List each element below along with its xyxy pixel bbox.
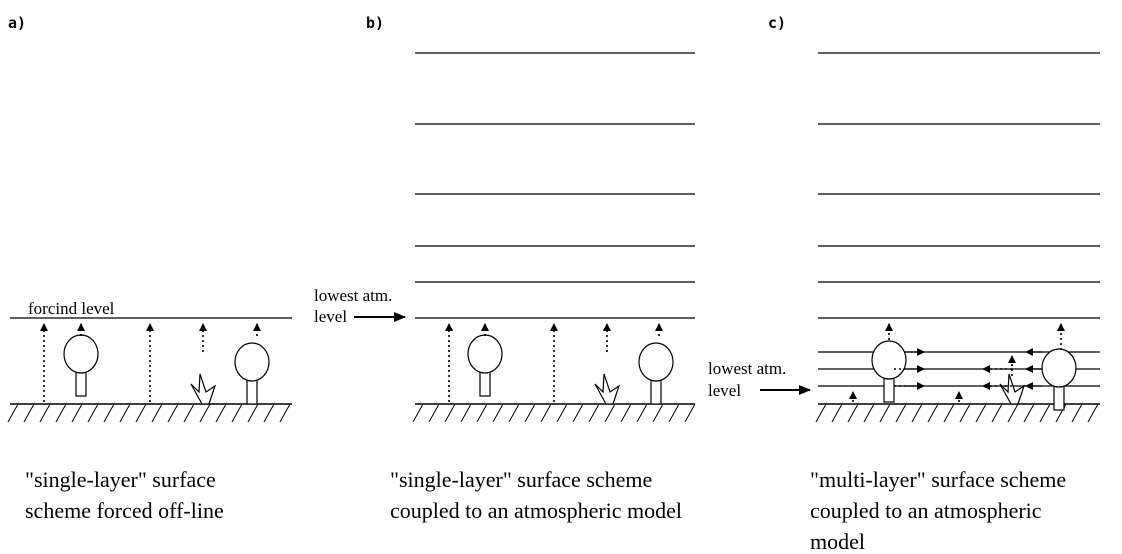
- tree-icon: [871, 340, 907, 403]
- svg-text:"single-layer" surface scheme: "single-layer" surface scheme: [390, 467, 652, 492]
- lowest-level-label: level: [314, 307, 347, 326]
- panel-a-caption: "single-layer" surface scheme forced off…: [25, 467, 224, 523]
- panel-b-letter: b): [366, 14, 384, 32]
- svg-text:"single-layer" surface: "single-layer" surface: [25, 467, 216, 492]
- model-levels: [415, 52, 695, 319]
- model-levels: [818, 52, 1100, 387]
- grass-icon: [594, 373, 620, 405]
- forcing-level-label: forcind level: [28, 299, 115, 318]
- tree-icon: [1041, 348, 1077, 411]
- ground: [815, 403, 1100, 423]
- grass-icon: [999, 373, 1025, 405]
- lowest-level-label: lowest atm.: [314, 286, 392, 305]
- panel-b: b) lowest atm. level "single-layer: [314, 14, 696, 523]
- svg-text:coupled to an atmospheric mode: coupled to an atmospheric model: [390, 498, 682, 523]
- panel-a-letter: a): [8, 14, 26, 32]
- svg-text:"multi-layer" surface scheme: "multi-layer" surface scheme: [810, 467, 1066, 492]
- panel-c-caption: "multi-layer" surface scheme coupled to …: [810, 467, 1066, 554]
- panel-c-letter: c): [768, 14, 786, 32]
- lowest-level-label: level: [708, 381, 741, 400]
- ground: [7, 403, 292, 423]
- ground: [412, 403, 696, 423]
- grass-icon: [190, 373, 216, 405]
- tree-icon: [234, 342, 270, 405]
- tree-icon: [63, 334, 99, 397]
- svg-text:scheme forced off-line: scheme forced off-line: [25, 498, 224, 523]
- svg-text:coupled to an atmospheric: coupled to an atmospheric: [810, 498, 1042, 523]
- panel-b-caption: "single-layer" surface scheme coupled to…: [390, 467, 682, 523]
- panel-a: a) forcind level "single-layer" surface …: [7, 14, 292, 523]
- tree-icon: [467, 334, 503, 397]
- tree-icon: [638, 342, 674, 405]
- panel-c: c) lowest atm. level: [708, 14, 1100, 554]
- lowest-level-label: lowest atm.: [708, 359, 786, 378]
- svg-text:model: model: [810, 529, 865, 554]
